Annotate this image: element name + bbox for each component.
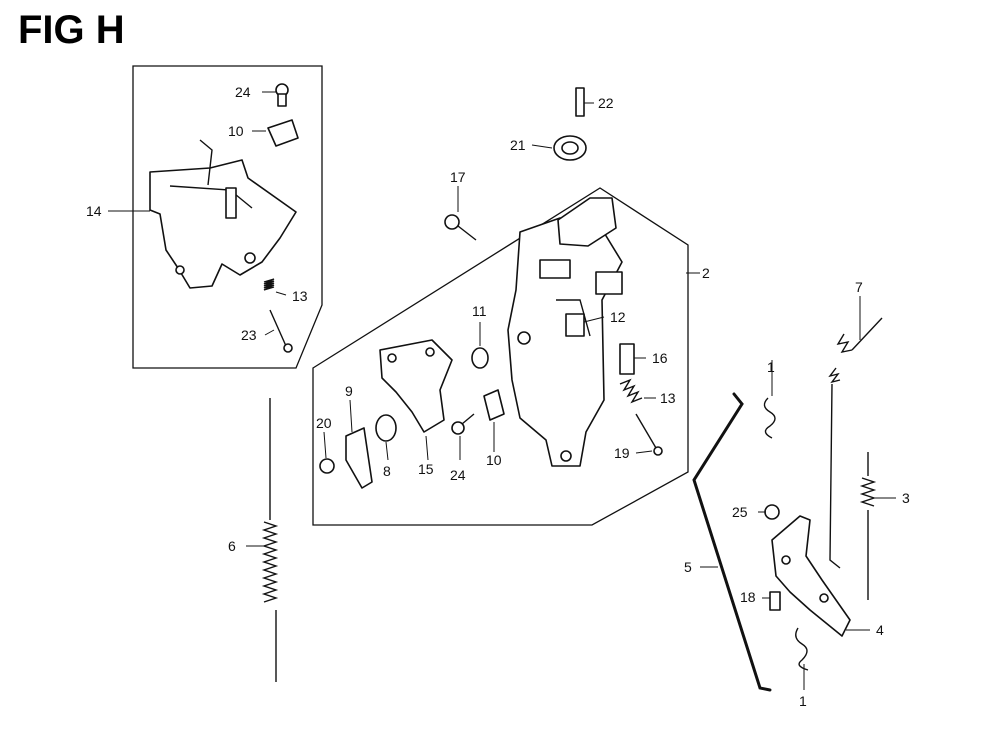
callout-10-lower: 10	[486, 452, 502, 468]
spring-13-middle	[619, 378, 643, 404]
callout-3: 3	[902, 490, 910, 506]
callout-1-upper: 1	[767, 359, 775, 375]
callout-24-upper: 24	[235, 84, 251, 100]
figure-title: FIG H	[18, 8, 125, 52]
callout-23: 23	[241, 327, 257, 343]
assembly-frame-center	[312, 187, 689, 526]
callout-13-middle: 13	[660, 390, 676, 406]
washer-11	[471, 347, 489, 369]
bolt-24-upper	[275, 83, 289, 107]
clip-10-upper	[267, 119, 299, 147]
callout-16: 16	[652, 350, 668, 366]
callout-15: 15	[418, 461, 434, 477]
clip-10-lower	[483, 389, 505, 421]
callout-13-upper: 13	[292, 288, 308, 304]
assembly-frame-left	[132, 65, 323, 369]
callout-2: 2	[702, 265, 710, 281]
collar-16	[619, 343, 635, 375]
callout-8: 8	[383, 463, 391, 479]
callout-11: 11	[472, 303, 487, 319]
cable-6	[261, 398, 279, 682]
callout-20: 20	[316, 415, 332, 431]
throttle-bracket-14	[149, 139, 297, 289]
clip-1-lower	[795, 627, 809, 671]
clip-18	[769, 591, 781, 611]
screw-23	[269, 309, 293, 353]
screw-19	[635, 413, 663, 456]
spring-3	[859, 452, 877, 600]
callout-25: 25	[732, 504, 748, 520]
callout-5: 5	[684, 559, 692, 575]
bolt-17	[444, 214, 477, 241]
plate-15	[379, 339, 453, 433]
spring-13-upper	[263, 278, 275, 291]
callout-1-lower: 1	[799, 693, 807, 709]
callout-9: 9	[345, 383, 353, 399]
rod-5	[692, 392, 772, 692]
bolt-22	[575, 87, 585, 117]
callout-21: 21	[510, 137, 526, 153]
cable-7	[828, 317, 883, 569]
callout-6: 6	[228, 538, 236, 554]
leader-lines	[108, 91, 896, 690]
lever-12	[565, 313, 585, 337]
callout-22: 22	[598, 95, 614, 111]
callout-19: 19	[614, 445, 630, 461]
nut-25	[764, 504, 780, 520]
callout-18: 18	[740, 589, 756, 605]
bracket-4	[771, 515, 851, 637]
callout-4: 4	[876, 622, 884, 638]
callout-17: 17	[450, 169, 466, 185]
callout-24-lower: 24	[450, 467, 466, 483]
washer-8	[375, 414, 397, 442]
nut-20	[319, 458, 335, 474]
callout-12: 12	[610, 309, 626, 325]
callout-7: 7	[855, 279, 863, 295]
clip-1-upper	[763, 397, 776, 439]
bolt-24-lower	[451, 413, 475, 435]
callout-10-upper: 10	[228, 123, 244, 139]
control-base-2	[507, 197, 623, 467]
callout-14: 14	[86, 203, 102, 219]
clamp-21	[553, 135, 587, 161]
lever-9	[345, 427, 373, 489]
